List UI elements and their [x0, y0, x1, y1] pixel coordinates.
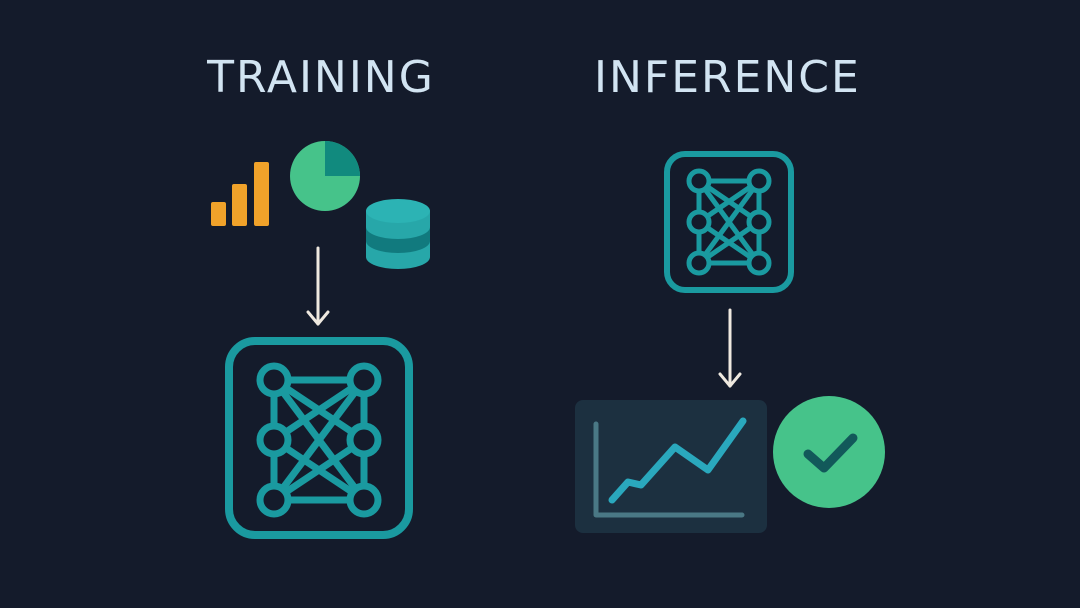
- training-title: TRAINING: [207, 52, 435, 103]
- output-line-chart-icon: [575, 400, 767, 533]
- inference-title: INFERENCE: [594, 52, 861, 103]
- database-icon: [365, 197, 431, 271]
- inference-model-neural-network-icon: [663, 150, 795, 294]
- bar-chart-icon: [210, 160, 272, 228]
- pie-chart-icon: [289, 140, 361, 212]
- arrow-down-icon: [717, 308, 743, 390]
- arrow-down-icon: [305, 246, 331, 328]
- training-model-neural-network-icon: [224, 336, 414, 540]
- check-circle-icon: [773, 396, 885, 508]
